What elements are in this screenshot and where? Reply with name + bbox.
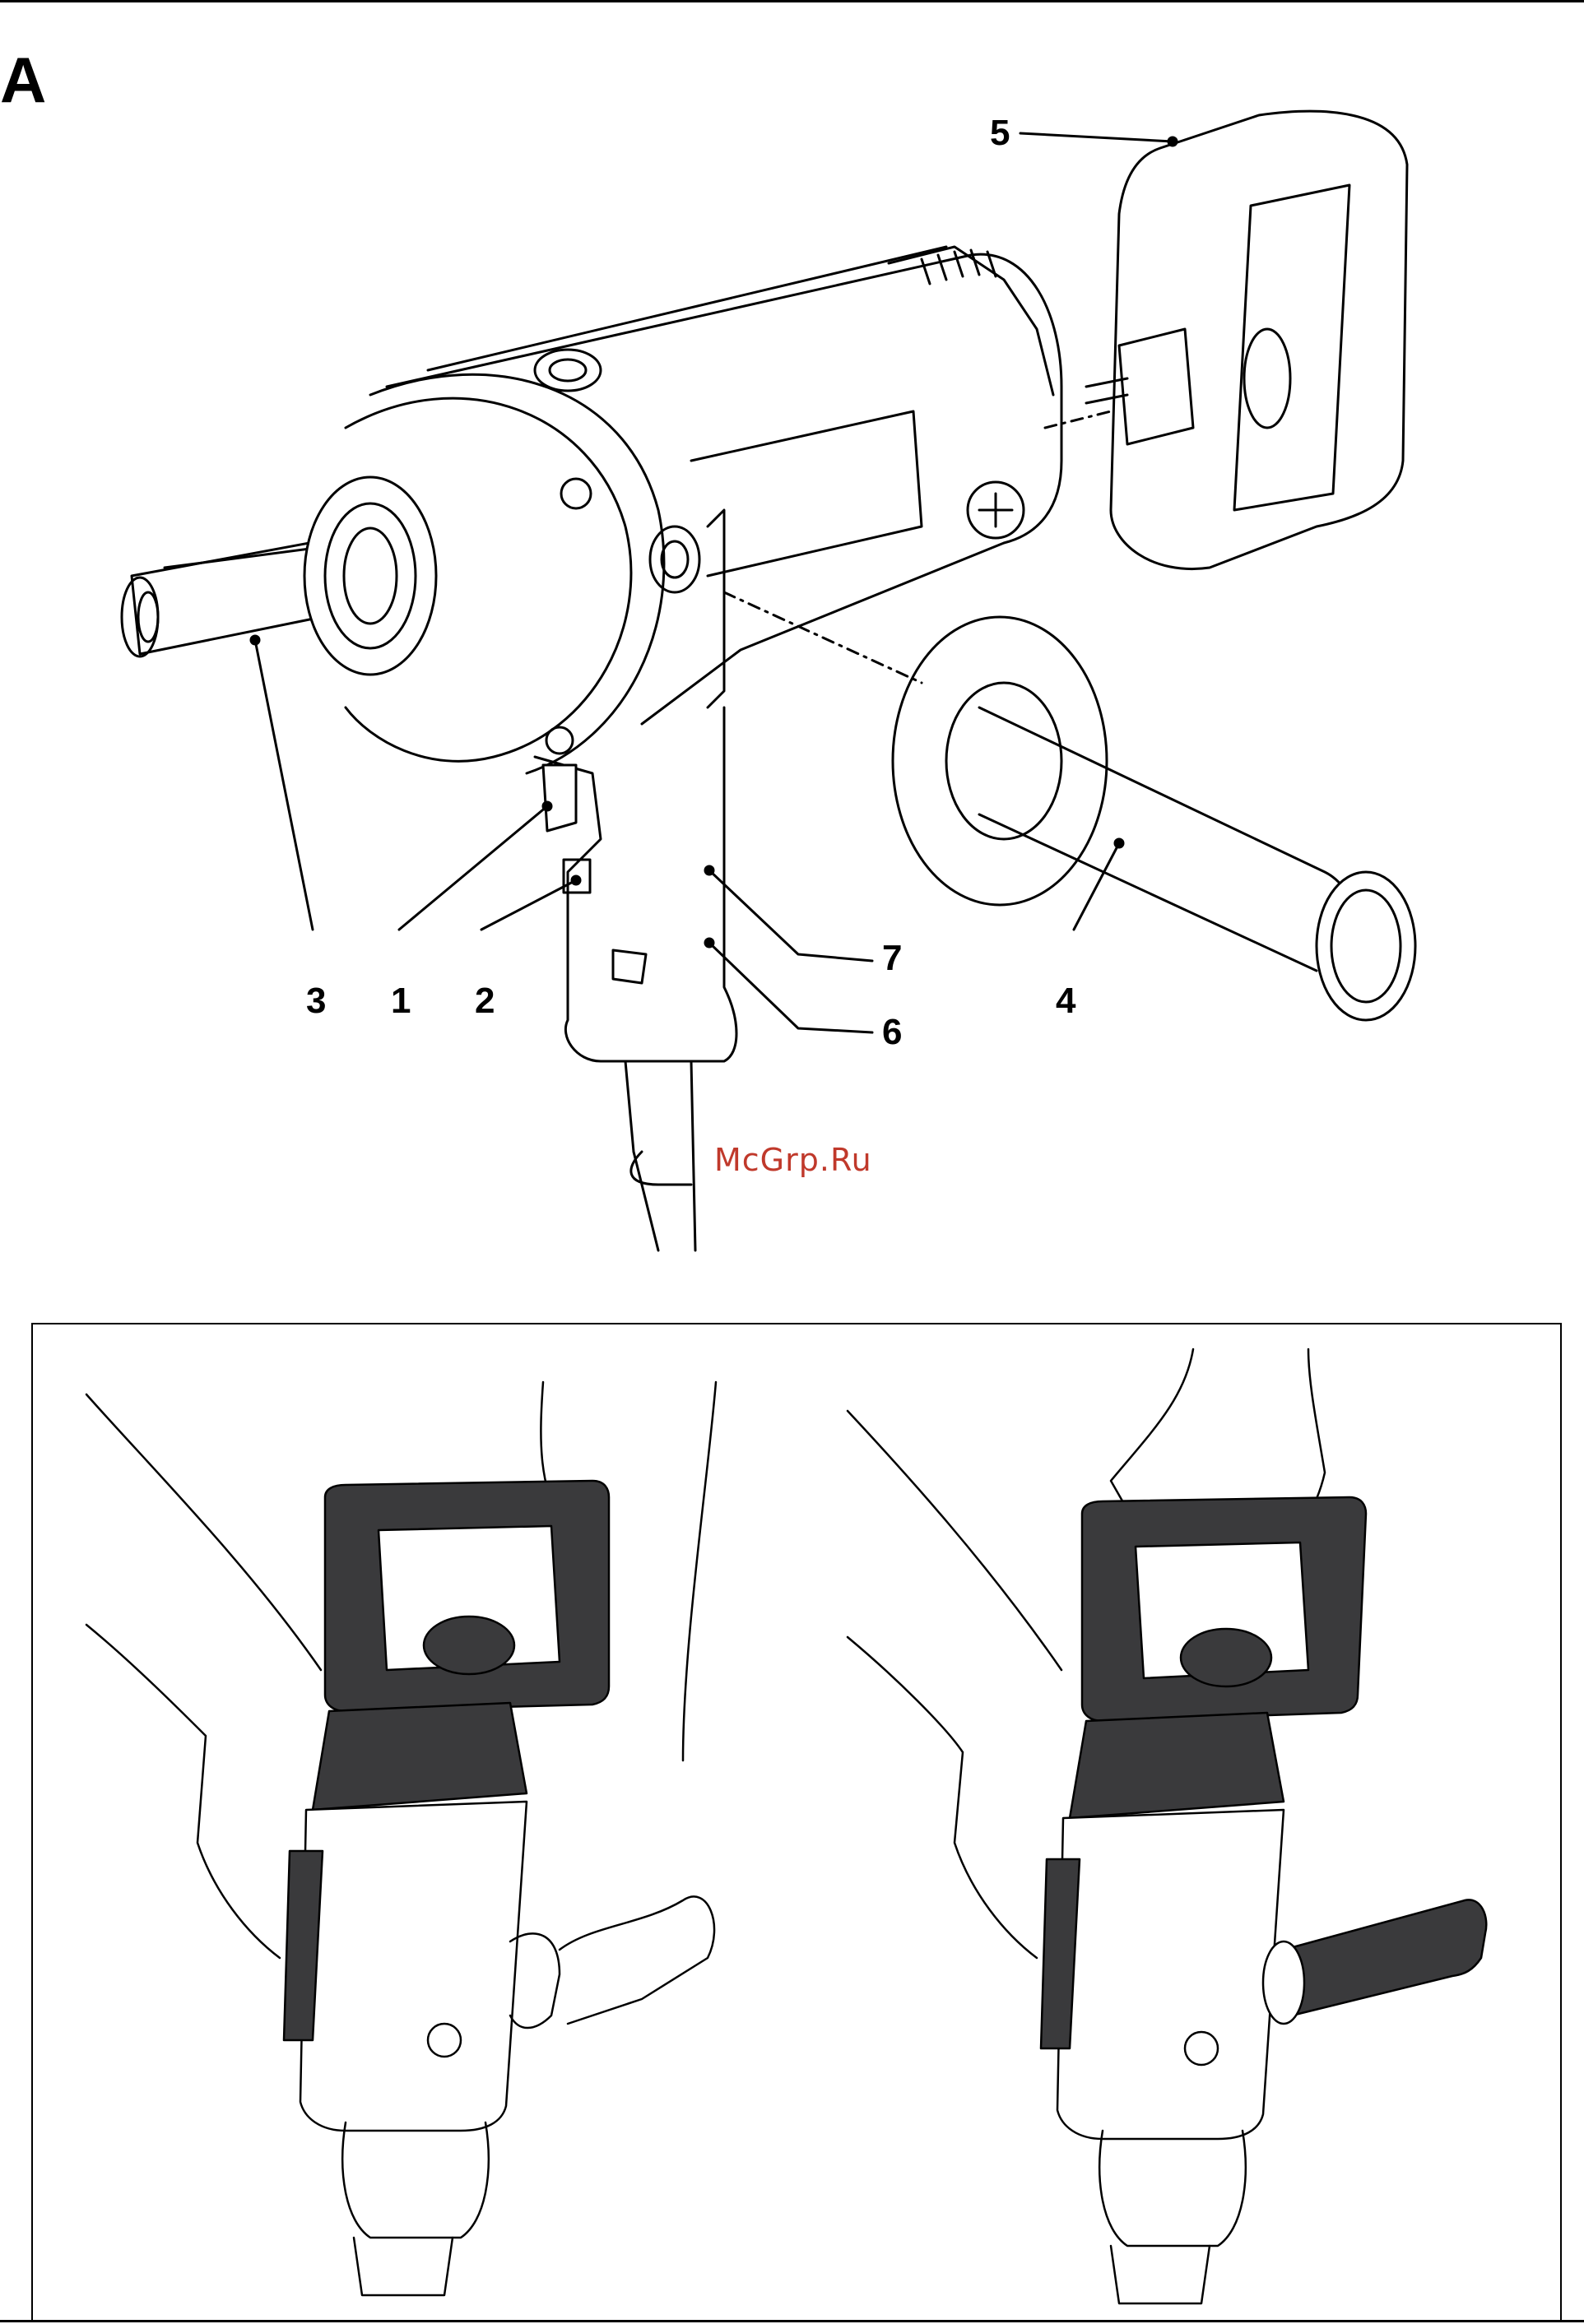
grip-drawing bbox=[535, 707, 736, 1250]
leader-5 bbox=[1020, 133, 1173, 141]
side-handle-drawing bbox=[893, 617, 1415, 1020]
leader-3 bbox=[255, 640, 313, 930]
mount-axis-side-handle bbox=[724, 592, 922, 683]
leader-6 bbox=[709, 943, 872, 1032]
drill-diagram bbox=[0, 0, 1584, 1283]
d-handle-drawing bbox=[1086, 111, 1407, 568]
leader-2 bbox=[481, 880, 576, 930]
motor-housing-drawing bbox=[387, 247, 1061, 724]
callout-7: 7 bbox=[882, 940, 902, 976]
usage-illustration-frame bbox=[31, 1323, 1562, 2322]
watermark: McGrp.Ru bbox=[714, 1142, 872, 1178]
leader-7 bbox=[709, 870, 872, 961]
leader-1 bbox=[399, 806, 547, 930]
gear-head-drawing bbox=[304, 374, 664, 773]
callout-6: 6 bbox=[882, 1014, 902, 1051]
mount-axis-d-handle bbox=[1045, 411, 1111, 428]
callout-2: 2 bbox=[475, 983, 495, 1019]
callout-3: 3 bbox=[306, 983, 326, 1019]
callout-5: 5 bbox=[990, 115, 1010, 151]
callout-4: 4 bbox=[1056, 983, 1075, 1019]
callout-1: 1 bbox=[391, 983, 411, 1019]
